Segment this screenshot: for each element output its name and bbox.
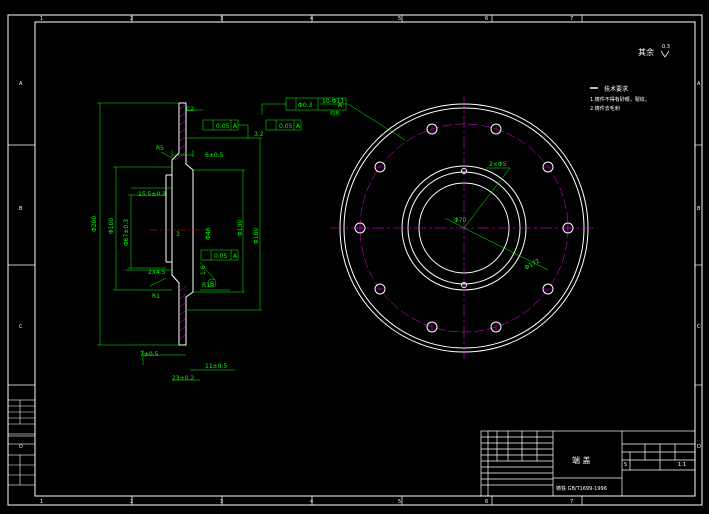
datum-a-1: A	[233, 123, 238, 130]
material-standard: 铸铁 GB/T1699-1996	[556, 485, 607, 492]
grid-num-6: 6	[485, 16, 488, 22]
inner-border	[34, 21, 696, 497]
datum-a-2: A	[296, 123, 301, 130]
tech-req-title: 技术要求	[604, 85, 628, 93]
datum-b: B	[210, 281, 214, 288]
grid-let-A: A	[19, 81, 23, 87]
holes-label: 10-Φ11	[322, 98, 344, 105]
dim-7: 7±0.5	[140, 351, 159, 358]
tol-3: 0.05	[214, 253, 228, 260]
tol-2: 0.05	[279, 123, 293, 130]
dim-15: 15.5±0.3	[138, 191, 166, 198]
grid-let-D-r: D	[697, 444, 701, 450]
grid-num-2: 2	[130, 16, 133, 22]
dim-d48: Φ48	[205, 227, 212, 240]
surface-finish-note: 其余	[638, 47, 654, 57]
dim-d200: Φ200	[91, 216, 98, 232]
grid-num-1: 1	[40, 16, 43, 22]
surface-finish-value: 0.3	[662, 44, 670, 50]
dim-r1b: R1	[202, 282, 210, 289]
grid-let-B-r: B	[697, 206, 701, 212]
dim-d70: Φ70	[454, 217, 467, 224]
grid-num-7-b: 7	[570, 499, 573, 505]
grid-num-4: 4	[310, 16, 313, 22]
small-hole-top	[461, 168, 467, 174]
flat-value: 3.2	[254, 131, 264, 138]
left-side-tables	[7, 399, 36, 486]
tech-req-2: 2.铸件去毛刺	[590, 105, 620, 112]
front-view	[330, 95, 598, 360]
dim-r5: R5	[156, 145, 164, 152]
dim-11: 11±0.5	[205, 363, 227, 370]
grid-num-7: 7	[570, 16, 573, 22]
holes-sub: 均布	[330, 110, 340, 117]
flat-value-2: 1.6	[200, 265, 207, 275]
grid-num-4-b: 4	[310, 499, 313, 505]
c-hole-label: 2×Φ5	[489, 161, 507, 168]
grid-num-1-b: 1	[40, 499, 43, 505]
title-block	[480, 430, 696, 497]
dim-23: 23±0.2	[172, 375, 194, 382]
tol-1: 0.05	[216, 123, 230, 130]
outer-border	[7, 14, 703, 506]
pcd-label: Φ172	[524, 257, 542, 271]
grid-num-6-b: 6	[485, 499, 488, 505]
datum-a-4: A	[338, 102, 343, 109]
grid-num-5: 5	[398, 16, 401, 22]
grid-let-A-r: A	[697, 81, 701, 87]
small-hole-bottom	[461, 282, 467, 288]
grid-num-3-b: 3	[220, 499, 223, 505]
dim-d130: Φ130	[237, 220, 244, 236]
grid-num-3: 3	[220, 16, 223, 22]
grid-let-B: B	[19, 206, 23, 212]
dim-r1a: R1	[152, 293, 160, 300]
dim-c2: C2	[186, 106, 194, 113]
dim-2x4: 2X4.5	[148, 269, 166, 276]
grid-labels: 1 2 3 4 5 6 7 1 2 3 4 5 6 7 A B C D A B …	[19, 16, 701, 505]
dim-d100: Φ100	[108, 218, 115, 234]
grid-let-C-r: C	[697, 324, 701, 330]
top-grid	[8, 15, 702, 505]
part-name: 端 盖	[572, 455, 591, 465]
tech-req-1: 1.铸件不得有砂眼，裂纹。	[590, 96, 650, 103]
datum-a-3: A	[233, 253, 238, 260]
grid-let-C: C	[19, 324, 23, 330]
grid-num-5-b: 5	[398, 499, 401, 505]
dim-d180: Φ180	[253, 228, 260, 244]
tol-pos: Φ0.3	[298, 102, 312, 109]
dim-6: 6±0.5	[205, 152, 224, 159]
grid-let-D: D	[19, 444, 23, 450]
sheet-value: 5	[624, 462, 627, 468]
surface-finish-icon	[660, 50, 670, 58]
dim-3: 3	[176, 231, 180, 238]
grid-num-2-b: 2	[130, 499, 133, 505]
scale-value: 1:1	[678, 462, 686, 468]
dim-d67: Φ67±0.3	[123, 219, 130, 246]
section-view	[97, 97, 347, 381]
